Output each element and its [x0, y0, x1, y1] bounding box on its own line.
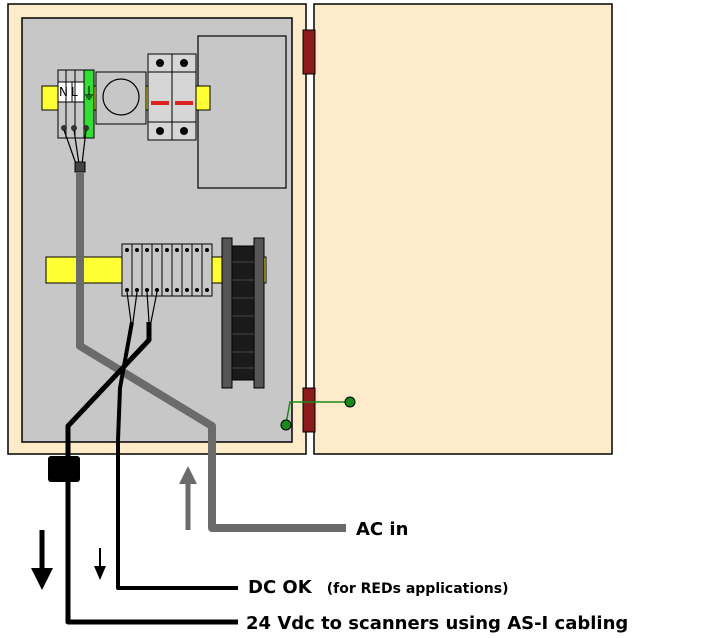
arrow-down-large-icon — [31, 530, 53, 590]
ac-input-wires — [63, 129, 87, 173]
ac-in-label: AC in — [356, 519, 408, 540]
vdc-24-cable — [65, 322, 238, 625]
output-wires — [126, 291, 158, 323]
hinge-top — [302, 29, 316, 75]
terminal-neutral-label: N — [59, 85, 68, 99]
arrow-up-icon — [179, 466, 197, 530]
ground-point-plate-icon — [280, 419, 292, 431]
output-terminal-strip — [121, 243, 213, 297]
hinge-bottom — [302, 387, 316, 433]
ac-in-cable — [76, 172, 346, 532]
transformer — [221, 237, 265, 389]
earth-ground-icon — [85, 86, 93, 100]
ground-strap — [280, 396, 356, 431]
dc-ok-label: DC OK (for REDs applications) — [248, 577, 508, 598]
ground-point-door-icon — [344, 396, 356, 408]
dial-component — [95, 71, 147, 125]
arrow-down-small-icon — [94, 548, 106, 580]
cable-gland — [48, 456, 80, 482]
vdc-24-label: 24 Vdc to scanners using AS-I cabling — [246, 613, 628, 634]
input-terminal-block: N L — [57, 69, 95, 139]
cabinet-door — [313, 3, 613, 455]
circuit-breaker — [147, 53, 197, 141]
dc-ok-main-label: DC OK — [248, 577, 313, 598]
dc-ok-note-label: (for REDs applications) — [327, 581, 509, 597]
terminal-line-label: L — [71, 85, 78, 99]
dc-ok-cable — [116, 321, 238, 590]
power-supply-unit — [197, 35, 287, 189]
